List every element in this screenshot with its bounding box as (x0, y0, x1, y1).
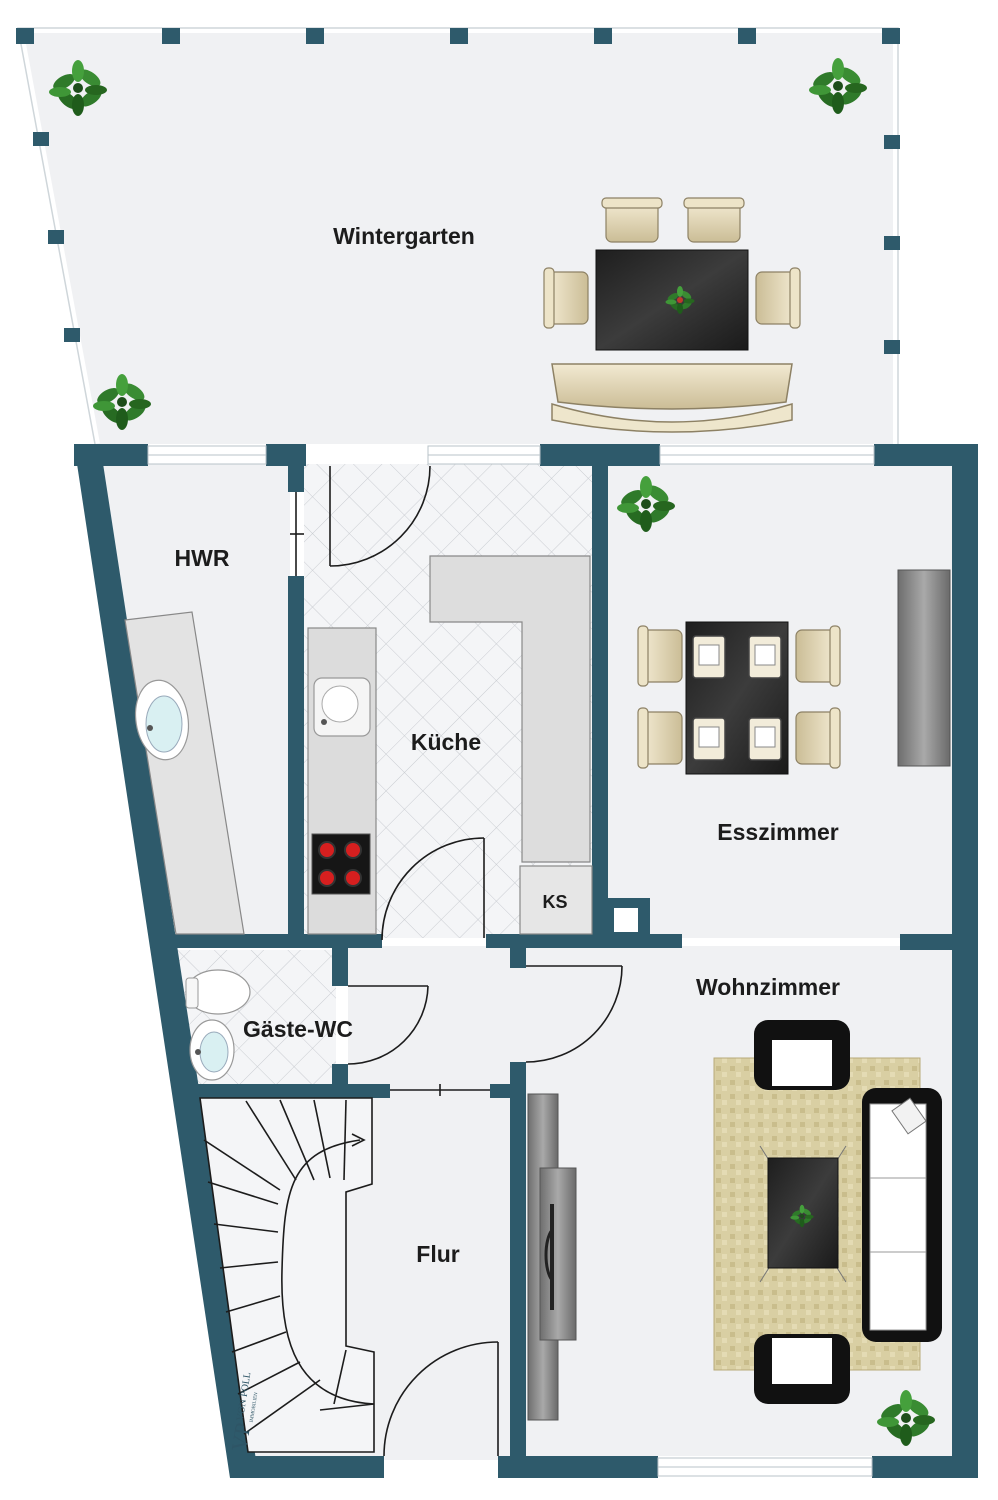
room-label-esszimmer: Esszimmer (717, 819, 839, 845)
wc-fixtures (185, 969, 251, 1081)
windows (147, 445, 875, 1477)
room-label-flur: Flur (416, 1241, 459, 1267)
room-label-wintergarten: Wintergarten (333, 223, 475, 249)
wintergarten-area (11, 23, 903, 445)
wintergarten-dining-table (543, 197, 801, 351)
hall-wardrobe (527, 1093, 577, 1421)
walls (74, 444, 978, 1478)
doors (290, 465, 623, 1457)
staircase (199, 1097, 375, 1453)
logo-monogram: VP (226, 1421, 255, 1453)
hwr-counter (124, 611, 245, 935)
room-label-ks: KS (542, 892, 567, 912)
wintergarten-bench (551, 363, 793, 433)
room-label-kueche: Küche (411, 729, 481, 755)
room-label-hwr: HWR (175, 545, 230, 571)
sideboard (897, 569, 951, 767)
esszimmer-dining-table (637, 621, 841, 775)
logo-sub: IMMOBILIEN (250, 1392, 260, 1423)
room-label-wohnzimmer: Wohnzimmer (696, 974, 840, 1000)
kitchen-counters (307, 555, 593, 935)
room-label-gaeste-wc: Gäste-WC (243, 1016, 353, 1042)
living-room-set (713, 1020, 942, 1404)
